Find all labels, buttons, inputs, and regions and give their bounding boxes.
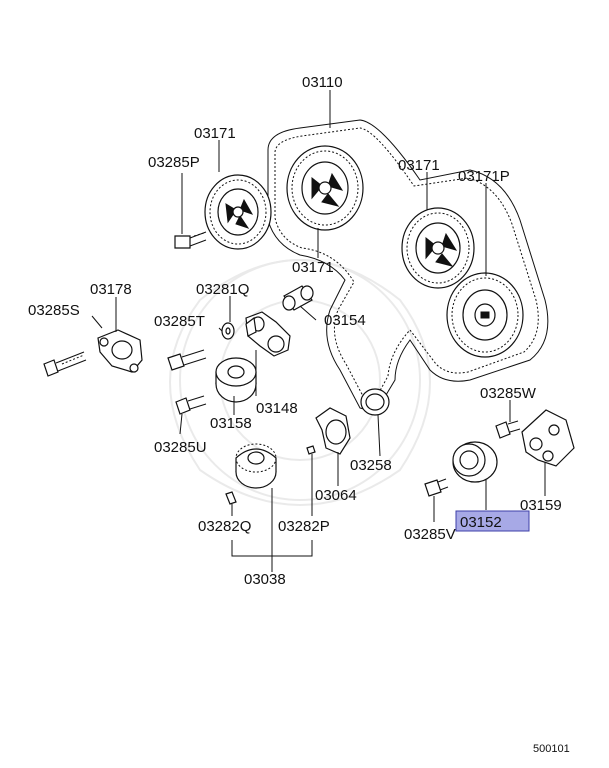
- tensioner-arm-03148: [245, 311, 291, 357]
- label-03064[interactable]: 03064: [315, 487, 357, 504]
- label-03152[interactable]: 03152: [460, 514, 502, 531]
- label-03285t[interactable]: 03285T: [154, 313, 205, 330]
- label-03171-left[interactable]: 03171: [194, 125, 236, 142]
- label-03285w[interactable]: 03285W: [480, 385, 537, 402]
- highlight-box-03152: [455, 510, 530, 532]
- diagram-code: 500101: [533, 743, 570, 755]
- bolt-03285u: [175, 395, 207, 415]
- label-03171-center[interactable]: 03171: [292, 259, 334, 276]
- bracket-03159: [521, 409, 575, 467]
- timing-belt: [267, 119, 549, 410]
- label-03158[interactable]: 03158: [210, 415, 252, 432]
- label-03171-right[interactable]: 03171: [398, 157, 440, 174]
- cam-sprocket-right: [401, 207, 475, 289]
- pin-03154: [282, 285, 314, 311]
- label-03285s[interactable]: 03285S: [28, 302, 80, 319]
- label-03110[interactable]: 03110: [302, 74, 343, 91]
- cam-sprocket-center: [286, 145, 364, 231]
- label-03285u[interactable]: 03285U: [154, 439, 207, 456]
- washer-03281q: [221, 322, 235, 340]
- pulley-03158: [215, 357, 257, 403]
- label-03282p[interactable]: 03282P: [278, 518, 330, 535]
- bolt-03285s: [43, 351, 87, 377]
- cam-sprocket-left: [204, 174, 272, 250]
- label-03159[interactable]: 03159: [520, 497, 562, 514]
- tensioner-03178: [97, 329, 143, 373]
- label-03281q[interactable]: 03281Q: [196, 281, 249, 298]
- key-03282q: [225, 491, 237, 505]
- bolt-03285v: [424, 478, 449, 497]
- sprocket-03038: [235, 443, 277, 489]
- label-03178[interactable]: 03178: [90, 281, 132, 298]
- bolt-03285p: [174, 231, 207, 249]
- label-03285p[interactable]: 03285P: [148, 154, 200, 171]
- sprocket-03171p: [446, 272, 524, 358]
- label-03154[interactable]: 03154: [324, 312, 366, 329]
- key-03282p: [306, 445, 316, 455]
- label-03282q[interactable]: 03282Q: [198, 518, 251, 535]
- idler-03152: [452, 441, 498, 483]
- label-03148[interactable]: 03148: [256, 400, 298, 417]
- leader-lines: [91, 90, 546, 572]
- bolt-03285w: [495, 420, 521, 439]
- label-03171p[interactable]: 03171P: [458, 168, 510, 185]
- bolt-03285t: [167, 349, 207, 371]
- ring-03258: [360, 388, 390, 416]
- plate-03064: [315, 407, 351, 455]
- label-03285v[interactable]: 03285V: [404, 526, 456, 543]
- label-03038[interactable]: 03038: [244, 571, 286, 588]
- label-03258[interactable]: 03258: [350, 457, 392, 474]
- part-labels: 03110 03171 03285P 03171 03171P 03171 03…: [28, 74, 562, 588]
